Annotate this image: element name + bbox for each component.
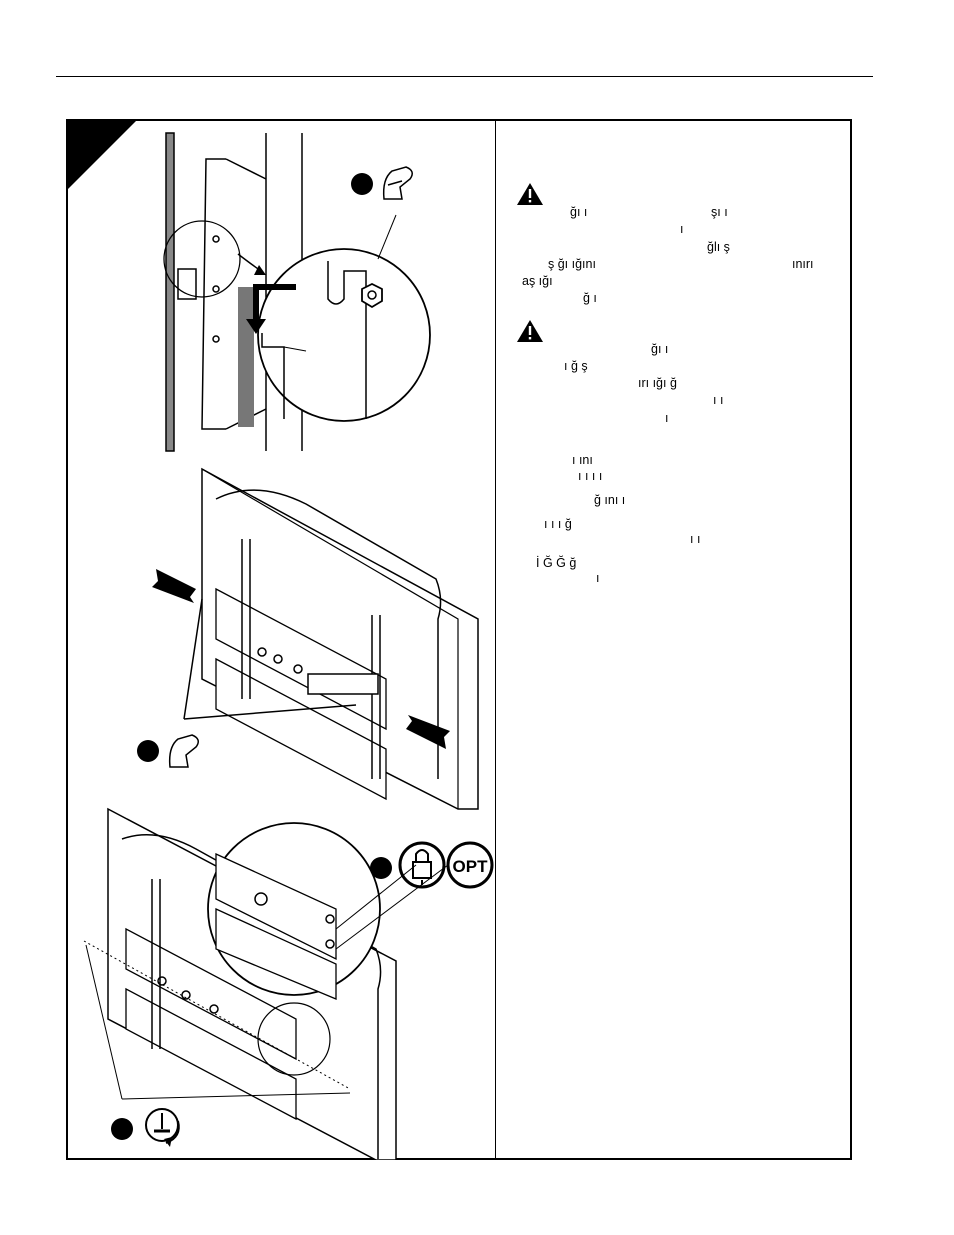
warning-1-line: ğlı ş <box>707 240 730 254</box>
opt-badge-label: OPT <box>453 857 489 876</box>
warning-2-line: ğı ı <box>651 342 669 356</box>
body-line: ı ı ı ı <box>578 469 603 483</box>
warning-2-line: ı ğ ş <box>564 359 588 373</box>
warning-icon <box>517 320 543 342</box>
body-line: ı ını <box>572 453 593 467</box>
body-line: ğ ını ı <box>594 493 626 507</box>
step-frame <box>66 119 852 1160</box>
step-bullet-3 <box>370 857 392 879</box>
opt-badge: OPT <box>446 841 494 889</box>
hand-icon <box>168 734 199 768</box>
step-bullet-2 <box>137 740 159 762</box>
warning-1-line: ınırı <box>792 257 814 271</box>
body-line: İ Ğ Ğ ğ <box>536 556 577 570</box>
step-corner-marker <box>68 121 136 189</box>
screw-tighten-icon <box>145 1108 180 1147</box>
tv-secured-figure <box>83 807 449 1160</box>
warning-2-line: ı ı <box>713 393 724 407</box>
warning-2-line: ırı ığı ğ <box>638 376 677 390</box>
step-bullet-4 <box>111 1118 133 1140</box>
warning-1-line: ş ğı ığını <box>548 257 596 271</box>
lock-icon <box>398 841 446 889</box>
warning-1-line: ı <box>680 222 684 236</box>
warning-1-line: şı ı <box>711 205 728 219</box>
tv-rear-figure <box>183 467 479 810</box>
warning-2-line: ı <box>665 411 669 425</box>
warning-1-line: ğı ı <box>570 205 588 219</box>
warning-1-line: aş ığı <box>522 274 553 288</box>
column-divider <box>495 121 496 1158</box>
body-line: ı <box>596 571 600 585</box>
warning-icon <box>517 183 543 205</box>
warning-1-line: ğ ı <box>583 291 597 305</box>
installation-illustration: OPT <box>68 121 494 1160</box>
right-push-arrow <box>406 715 450 749</box>
body-line: ı ı ı ğ <box>544 517 572 531</box>
header-rule <box>56 76 873 77</box>
body-line: ı ı <box>690 532 701 546</box>
step-bullet-1 <box>351 173 373 195</box>
left-push-arrow <box>152 569 196 603</box>
side-view-figure <box>163 132 431 452</box>
hand-icon <box>382 166 413 200</box>
